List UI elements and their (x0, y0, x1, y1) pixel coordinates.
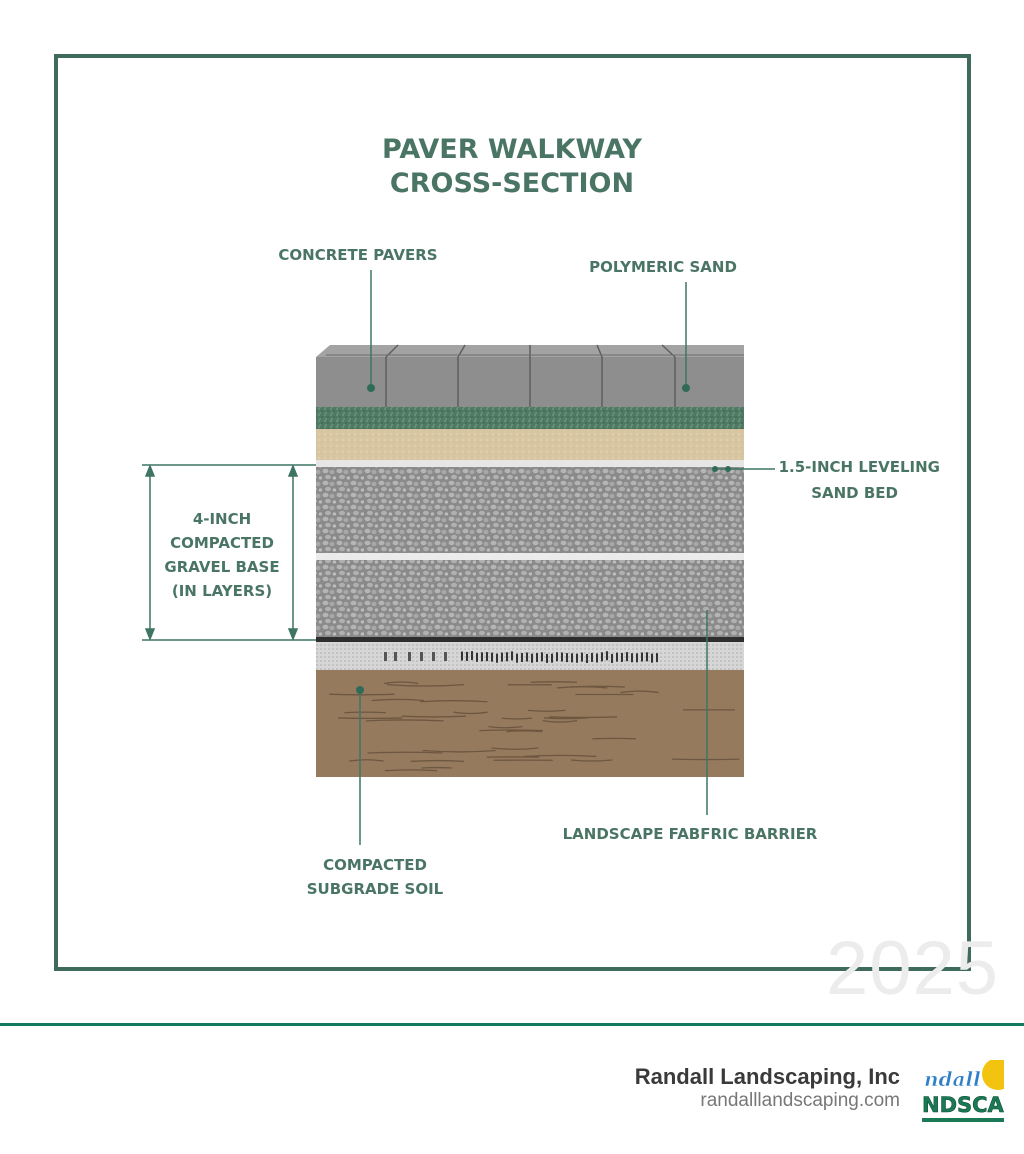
subgrade-dot (356, 686, 364, 694)
label-subgrade-1: COMPACTED (323, 856, 427, 874)
soil-streak (371, 698, 425, 702)
label-gravel-1: 4-INCH (193, 510, 251, 528)
separator-line (316, 460, 744, 467)
soil-streak (570, 759, 613, 762)
label-gravel-4: (IN LAYERS) (172, 582, 272, 600)
soil-streak (365, 719, 444, 722)
label-gravel-3: GRAVEL BASE (164, 558, 279, 576)
leveling-sand-dot (712, 466, 718, 472)
fabric-edge-line (316, 637, 744, 642)
concrete-pavers-layer (316, 344, 744, 407)
label-fabric: LANDSCAPE FABFRIC BARRIER (563, 825, 818, 843)
soil-streak (527, 709, 566, 712)
gravel-layer-lower (316, 560, 744, 637)
soil-streak (542, 719, 578, 723)
soil-streak (557, 686, 608, 689)
soil-streak (383, 681, 419, 685)
label-subgrade-2: SUBGRADE SOIL (307, 880, 444, 898)
title-line-2: CROSS-SECTION (390, 168, 634, 199)
soil-streak (386, 683, 464, 687)
concrete-pavers-dot (367, 384, 375, 392)
logo-text-bottom: NDSCAP (922, 1093, 1004, 1117)
title-line-1: PAVER WALKWAY (382, 134, 642, 165)
soil-streak (422, 749, 496, 753)
soil-streak (410, 759, 465, 762)
soil-streak (420, 700, 488, 703)
label-concrete-pavers: CONCRETE PAVERS (278, 246, 437, 264)
year-watermark: 2025 (826, 926, 1000, 1011)
soil-streak (329, 693, 395, 696)
diagram-frame (54, 54, 971, 971)
soil-streak (491, 747, 539, 750)
soil-texture (329, 681, 740, 772)
label-leveling-sand-1: 1.5-INCH LEVELING (779, 458, 940, 476)
gravel-dimension (142, 463, 316, 642)
company-url[interactable]: randalllandscaping.com (700, 1090, 900, 1111)
soil-streak (344, 711, 386, 714)
company-info: Randall Landscaping, Inc randalllandscap… (635, 1064, 900, 1112)
soil-streak (506, 730, 543, 733)
soil-streak (524, 754, 597, 758)
polymeric-sand-layer (316, 407, 744, 429)
label-polymeric-sand: POLYMERIC SAND (589, 258, 737, 276)
soil-streak (384, 769, 438, 772)
soil-streak (501, 717, 533, 720)
logo-text-top: ndall (924, 1067, 981, 1091)
separator-line (316, 553, 744, 560)
soil-streak (488, 725, 523, 729)
leveling-sand-layer (316, 429, 744, 460)
soil-streak (349, 759, 384, 762)
soil-streak (401, 715, 467, 718)
soil-streak (453, 711, 488, 715)
fabric-hatching (461, 651, 658, 663)
company-logo: ndall NDSCAP (922, 1060, 1004, 1124)
soil-streak (367, 751, 443, 754)
label-leveling-sand-2: SAND BED (811, 484, 898, 502)
polymeric-sand-dot (682, 384, 690, 392)
soil-streak (620, 690, 659, 694)
leveling-sand-dot (725, 466, 731, 472)
label-gravel-2: COMPACTED (170, 534, 274, 552)
gravel-layer-upper (316, 467, 744, 553)
company-name: Randall Landscaping, Inc (634, 1064, 900, 1089)
soil-streak (479, 729, 543, 732)
footer-divider (0, 1023, 1024, 1026)
